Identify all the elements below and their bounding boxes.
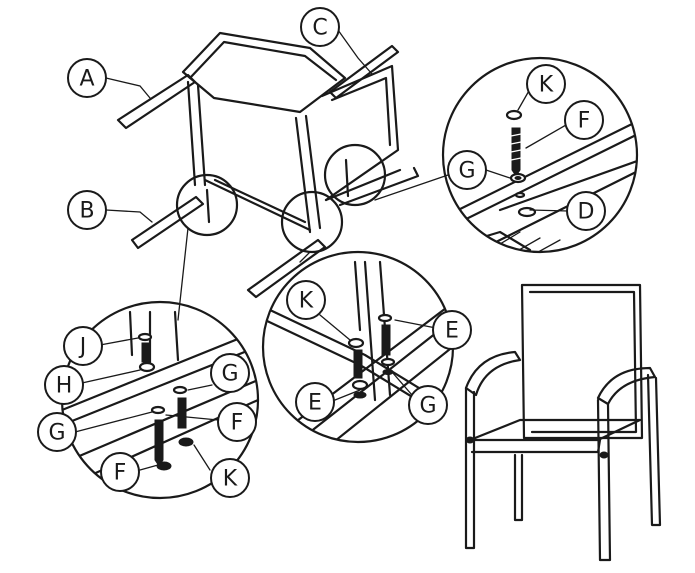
label-g-bottom-right: G [210, 353, 250, 393]
svg-text:G: G [221, 362, 238, 387]
svg-text:G: G [458, 159, 475, 184]
label-g-mid: G [408, 385, 448, 425]
label-h: H [44, 365, 84, 405]
svg-text:F: F [114, 461, 127, 486]
label-a: A [67, 58, 107, 98]
svg-text:J: J [78, 335, 87, 360]
svg-text:G: G [419, 394, 436, 419]
leg-b [130, 195, 205, 250]
svg-text:F: F [578, 109, 591, 134]
svg-text:F: F [231, 411, 244, 436]
svg-text:D: D [578, 200, 595, 225]
label-e-right: E [432, 310, 472, 350]
svg-text:K: K [299, 289, 314, 314]
assembled-chair [464, 283, 662, 562]
detail-circle-d [441, 56, 639, 254]
svg-text:B: B [79, 199, 94, 224]
label-f-bottom-right: F [217, 402, 257, 442]
zoom-circle-middle [280, 190, 344, 254]
seat-frame [181, 31, 347, 114]
label-f-bottom-left: F [100, 452, 140, 492]
leader-lines [74, 29, 569, 471]
label-c: C [300, 7, 340, 47]
zoom-circle-right [323, 143, 387, 207]
svg-text:K: K [539, 73, 554, 98]
detail-circle-e [261, 250, 455, 444]
label-j: J [63, 326, 103, 366]
svg-text:A: A [79, 67, 94, 92]
label-g-bottom-left: G [37, 412, 77, 452]
svg-text:E: E [445, 319, 459, 344]
label-f-top: F [564, 100, 604, 140]
washer-k [505, 109, 523, 121]
label-d: D [566, 191, 606, 231]
svg-text:K: K [223, 467, 238, 492]
label-e-left: E [295, 382, 335, 422]
zoom-circle-left [175, 173, 239, 237]
leg-front [246, 238, 327, 299]
label-k-mid: K [286, 280, 326, 320]
chair-seat [468, 418, 642, 442]
chair-backrest [520, 283, 644, 440]
label-g-top: G [447, 150, 487, 190]
label-k-bottom: K [210, 458, 250, 498]
svg-text:G: G [48, 421, 65, 446]
svg-text:E: E [308, 391, 322, 416]
svg-text:H: H [56, 374, 73, 399]
label-k-top: K [526, 64, 566, 104]
svg-text:C: C [312, 16, 327, 41]
label-b: B [67, 190, 107, 230]
arm-rest-c [328, 44, 400, 100]
upside-down-chair-frame [116, 31, 449, 321]
